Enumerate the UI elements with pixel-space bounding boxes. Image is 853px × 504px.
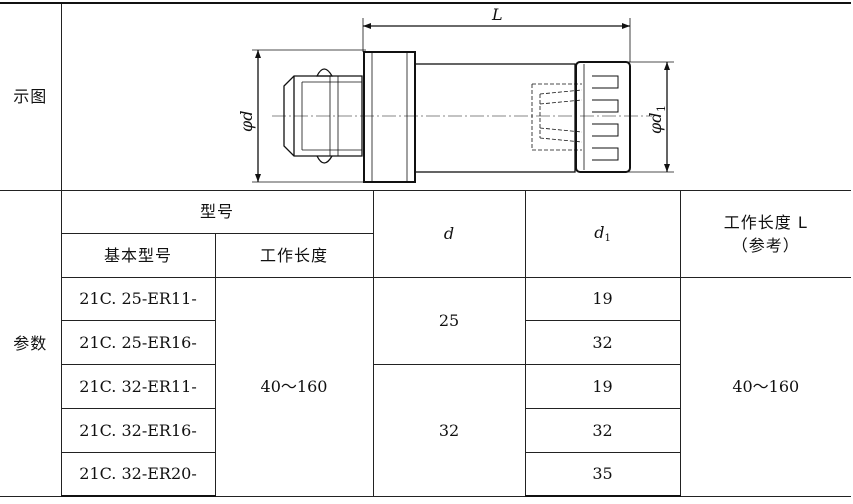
shank-notch-top [315, 68, 333, 77]
dim-phi-d1-sub: 1 [655, 105, 668, 112]
table-row-base-model: 21C. 32-ER11- [60, 364, 216, 409]
d-value-group-1: 25 [372, 277, 526, 365]
reference-label: （参考） [731, 236, 800, 255]
L-range: 40～160 [679, 277, 852, 497]
d1-header: d1 [524, 190, 681, 278]
d1-header-base: d [594, 223, 605, 242]
table-row-base-model: 21C. 32-ER20- [60, 452, 216, 497]
table-row-d1: 35 [524, 452, 681, 497]
table-row-d1: 32 [524, 408, 681, 453]
dim-phi-d1-label: φd [646, 113, 665, 134]
model-group-header: 型号 [60, 190, 374, 234]
shank-notch-bottom [315, 155, 333, 164]
table-row-base-model: 21C. 32-ER16- [60, 408, 216, 453]
table-row-base-model: 21C. 25-ER11- [60, 277, 216, 321]
dim-phi-d-label: φd [237, 111, 256, 132]
base-model-header: 基本型号 [60, 233, 216, 278]
d-header: d [372, 190, 526, 278]
work-length-L-header: 工作长度 L （参考） [679, 190, 852, 278]
table-row-d1: 32 [524, 320, 681, 365]
diagram-row-label: 示图 [0, 2, 62, 191]
diagram-cell: L φd φd 1 [60, 2, 852, 191]
work-length-header: 工作长度 [214, 233, 374, 278]
work-length-range: 40～160 [214, 277, 374, 497]
dim-L-label: L [491, 5, 503, 24]
collet-nut [574, 61, 631, 173]
d1-header-sub: 1 [604, 233, 611, 244]
d-value-group-2: 32 [372, 364, 526, 497]
hidden-lines [531, 83, 582, 151]
body [413, 63, 576, 173]
table-row-d1: 19 [524, 364, 681, 409]
work-length-L-label: 工作长度 L [723, 212, 808, 232]
table-row-base-model: 21C. 25-ER16- [60, 320, 216, 365]
tool-holder-drawing: L φd φd 1 [237, 5, 674, 183]
table-row-d1: 19 [524, 277, 681, 321]
params-row-label: 参数 [0, 190, 62, 497]
